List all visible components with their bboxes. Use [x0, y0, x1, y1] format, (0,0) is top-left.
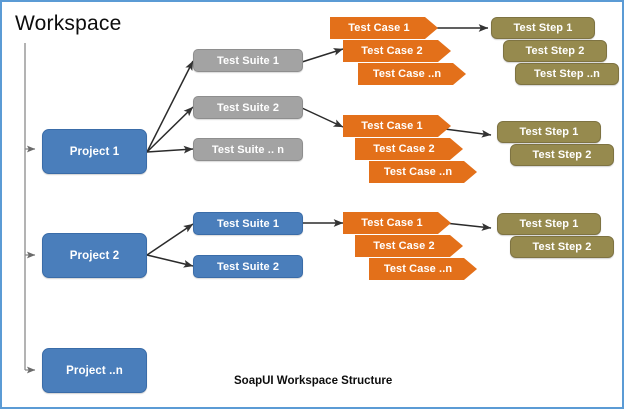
- test-suite-label: Test Suite .. n: [211, 143, 285, 156]
- test-step-node-2[interactable]: Test Step 2: [503, 40, 607, 62]
- test-case-label: Test Case ..n: [372, 68, 442, 80]
- test-step-label: Test Step 1: [513, 22, 573, 34]
- test-case-node-1[interactable]: Test Case 1: [330, 17, 438, 39]
- test-case-label: Test Case 2: [373, 240, 435, 252]
- test-suite-node-2[interactable]: Test Suite 2: [193, 255, 303, 278]
- test-step-node-1[interactable]: Test Step 1: [497, 121, 601, 143]
- project-node-2[interactable]: Project 2: [42, 233, 147, 278]
- test-suite-label: Test Suite 1: [216, 54, 280, 67]
- test-case-label: Test Case ..n: [383, 166, 453, 178]
- test-suite-node-1[interactable]: Test Suite 1: [193, 212, 303, 235]
- test-case-label: Test Case 2: [373, 143, 435, 155]
- test-suite-node-1[interactable]: Test Suite 1: [193, 49, 303, 72]
- project-label: Project 2: [69, 249, 120, 262]
- test-step-label: Test Step 1: [519, 126, 579, 138]
- test-step-label: Test Step ..n: [534, 68, 600, 80]
- workspace-title: Workspace: [15, 12, 122, 35]
- test-step-label: Test Step 2: [532, 241, 592, 253]
- test-suite-node-2[interactable]: Test Suite 2: [193, 96, 303, 119]
- test-case-node-1[interactable]: Test Case 1: [343, 212, 451, 234]
- connector-project1-to-suites: [146, 60, 194, 154]
- test-case-node-n[interactable]: Test Case ..n: [369, 258, 477, 280]
- connector-project2-to-suites: [146, 223, 194, 268]
- project-label: Project ..n: [66, 364, 123, 377]
- connector-suite2-to-cases2: [301, 107, 344, 128]
- test-case-label: Test Case 2: [361, 45, 423, 57]
- test-case-label: Test Case 1: [361, 217, 423, 229]
- test-suite-label: Test Suite 2: [216, 101, 280, 114]
- test-step-node-2[interactable]: Test Step 2: [510, 144, 614, 166]
- test-case-node-n[interactable]: Test Case ..n: [358, 63, 466, 85]
- connector-case3-to-steps3: [444, 222, 492, 231]
- test-case-label: Test Case 1: [348, 22, 410, 34]
- test-step-node-2[interactable]: Test Step 2: [510, 236, 614, 258]
- test-step-node-n[interactable]: Test Step ..n: [515, 63, 619, 85]
- test-suite-label: Test Suite 1: [216, 217, 280, 230]
- project-node-1[interactable]: Project 1: [42, 129, 147, 174]
- test-step-node-1[interactable]: Test Step 1: [491, 17, 595, 39]
- workspace-spine: [24, 43, 36, 374]
- diagram-caption: SoapUI Workspace Structure: [234, 375, 393, 387]
- test-suite-label: Test Suite 2: [216, 260, 280, 273]
- test-case-label: Test Case 1: [361, 120, 423, 132]
- test-case-node-2[interactable]: Test Case 2: [343, 40, 451, 62]
- test-suite-node-n[interactable]: Test Suite .. n: [193, 138, 303, 161]
- test-case-node-n[interactable]: Test Case ..n: [369, 161, 477, 183]
- test-case-node-2[interactable]: Test Case 2: [355, 138, 463, 160]
- project-label: Project 1: [69, 145, 120, 158]
- connector-suite1-to-cases1: [301, 48, 344, 63]
- test-case-label: Test Case ..n: [383, 263, 453, 275]
- test-case-node-1[interactable]: Test Case 1: [343, 115, 451, 137]
- test-step-label: Test Step 2: [532, 149, 592, 161]
- project-node-n[interactable]: Project ..n: [42, 348, 147, 393]
- test-step-label: Test Step 2: [525, 45, 585, 57]
- test-step-node-1[interactable]: Test Step 1: [497, 213, 601, 235]
- test-case-node-2[interactable]: Test Case 2: [355, 235, 463, 257]
- test-step-label: Test Step 1: [519, 218, 579, 230]
